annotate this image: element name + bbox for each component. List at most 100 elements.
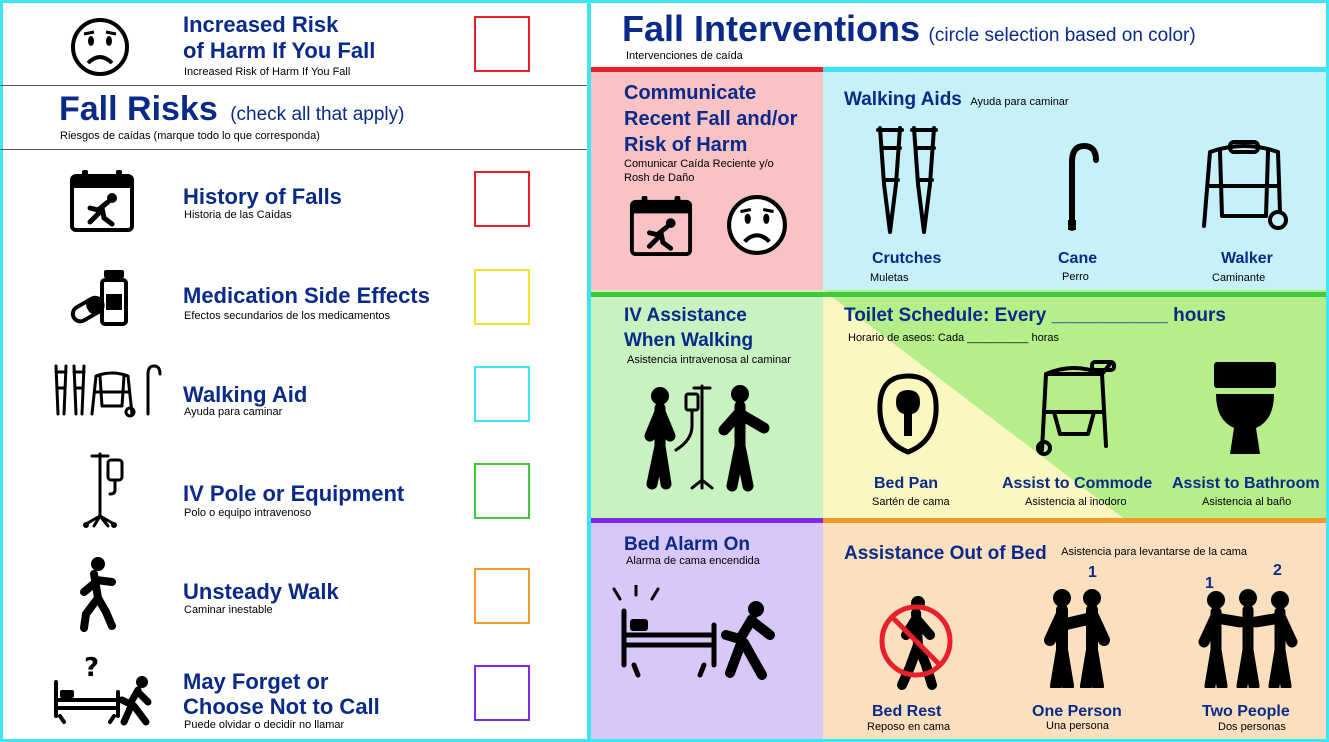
fall-risks-sub: Riesgos de caídas (marque todo lo que co… [60,130,320,142]
walking-aids-header: Walking Aids Ayuda para caminar [844,89,1069,111]
fall-interventions-sub: Intervenciones de caída [626,50,743,62]
walker-sub: Caminante [1212,272,1266,284]
may-forget-line1: May Forget or [183,669,329,694]
out-of-bed-bar [823,518,1326,523]
history-of-falls-checkbox[interactable] [474,171,530,227]
cane-sub: Perro [1062,271,1089,283]
two-people-number-1: 1 [1205,575,1214,592]
communicate-title: Communicate Recent Fall and/or Risk of H… [624,80,797,158]
iv-pole-sub: Polo o equipo intravenoso [184,507,312,519]
divider [0,85,587,86]
bed-alarm-cell [591,518,823,739]
walking-aid-checkbox[interactable] [474,366,530,422]
iv-assistance-line2: When Walking [624,330,754,351]
sad-face-icon [726,194,788,256]
fall-risks-panel [0,0,589,742]
fall-interventions-header: Fall Interventions (circle selection bas… [622,8,1196,50]
unsteady-walk-icon [76,556,126,632]
walking-aid-sub: Ayuda para caminar [184,406,283,418]
iv-pole-icon [80,450,132,530]
may-forget-line2: Choose Not to Call [183,694,380,719]
communicate-sub1: Comunicar Caída Reciente y/o [624,158,774,170]
toilet-schedule-bar [823,292,1326,297]
two-people-sub: Dos personas [1218,721,1286,733]
walker-icon [1196,138,1292,232]
bed-alarm-title: Bed Alarm On [624,534,750,555]
bed-pan-icon [876,372,940,456]
commode-sub: Asistencia al inodoro [1025,496,1127,508]
one-person-sub: Una persona [1046,720,1109,732]
iv-pole-label: IV Pole or Equipment [183,481,405,506]
walker-label: Walker [1221,250,1273,267]
walking-aid-icon [52,362,162,418]
divider [0,149,587,150]
fall-risks-header: Fall Risks (check all that apply) [59,90,404,129]
communicate-sub: Comunicar Caída Reciente y/o Rosh de Dañ… [624,157,774,185]
calendar-fall-icon [628,194,694,258]
unsteady-walk-sub: Caminar inestable [184,604,273,616]
fall-interventions-note: (circle selection based on color) [928,25,1196,46]
medication-label: Medication Side Effects [183,283,430,308]
fall-interventions-panel [589,0,1329,742]
commode-label: Assist to Commode [1002,475,1153,492]
toilet-schedule-sub: Horario de aseos: Cada __________ horas [848,332,1059,344]
walking-aids-bar [823,67,1326,72]
may-forget-sub: Puede olvidar o decidir no llamar [184,719,345,731]
bed-rest-sub: Reposo en cama [867,721,951,733]
may-forget-label: May Forget or Choose Not to Call [183,669,380,719]
history-of-falls-label: History of Falls [183,184,342,209]
toilet-schedule-cell [823,290,1326,518]
fall-interventions-title: Fall Interventions [622,8,921,49]
fall-risks-title: Fall Risks [59,90,218,128]
iv-assistance-line1: IV Assistance [624,305,747,326]
iv-assistance-sub: Asistencia intravenosa al caminar [627,354,791,366]
medication-sub: Efectos secundarios de los medicamentos [184,310,391,322]
increased-risk-sub: Increased Risk of Harm If You Fall [184,66,351,78]
two-people-icon [1196,588,1300,688]
walking-aid-label: Walking Aid [183,382,308,407]
increased-risk-line1: Increased Risk [183,12,339,37]
iv-pole-checkbox[interactable] [474,463,530,519]
bed-alarm-bar [591,518,823,523]
toilet-icon [1212,360,1278,458]
crutches-icon [876,124,942,236]
two-people-number-2: 2 [1273,562,1282,579]
unsteady-walk-checkbox[interactable] [474,568,530,624]
sad-face-icon [70,17,130,77]
communicate-line1: Communicate [624,82,757,104]
crutches-sub: Muletas [870,272,909,284]
calendar-fall-icon [68,168,136,234]
increased-risk-checkbox[interactable] [474,16,530,72]
iv-assistance-cell [591,290,823,518]
bed-pan-sub: Sartén de cama [872,496,950,508]
fall-risks-note: (check all that apply) [230,104,405,125]
bed-question-icon: ? [52,652,162,726]
cane-icon [1060,140,1100,232]
toilet-schedule-title: Toilet Schedule: Every ___________ hours [844,305,1226,326]
medication-checkbox[interactable] [474,269,530,325]
increased-risk-line2: of Harm If You Fall [183,38,376,63]
two-people-label: Two People [1202,703,1290,720]
bed-rest-label: Bed Rest [872,703,942,720]
may-forget-checkbox[interactable] [474,665,530,721]
commode-icon [1032,360,1116,458]
out-of-bed-title: Assistance Out of Bed [844,543,1047,564]
communicate-bar [591,67,823,72]
unsteady-walk-label: Unsteady Walk [183,579,339,604]
crutches-label: Crutches [872,250,942,267]
cane-label: Cane [1058,250,1098,267]
medication-icon [70,268,132,328]
one-person-label: One Person [1032,703,1122,720]
bed-rest-icon [876,595,956,691]
bathroom-sub: Asistencia al baño [1202,496,1292,508]
one-person-icon [1036,588,1116,688]
svg-text:?: ? [84,653,99,683]
iv-assistance-icon [636,380,772,492]
bed-alarm-icon [610,585,782,681]
walking-aids-title: Walking Aids [844,89,962,110]
walking-aids-sub: Ayuda para caminar [970,96,1069,108]
history-of-falls-sub: Historia de las Caídas [184,209,292,221]
out-of-bed-header: Assistance Out of Bed Asistencia para le… [844,543,1247,565]
bathroom-label: Assist to Bathroom [1172,475,1320,492]
communicate-sub2: Rosh de Daño [624,172,695,184]
